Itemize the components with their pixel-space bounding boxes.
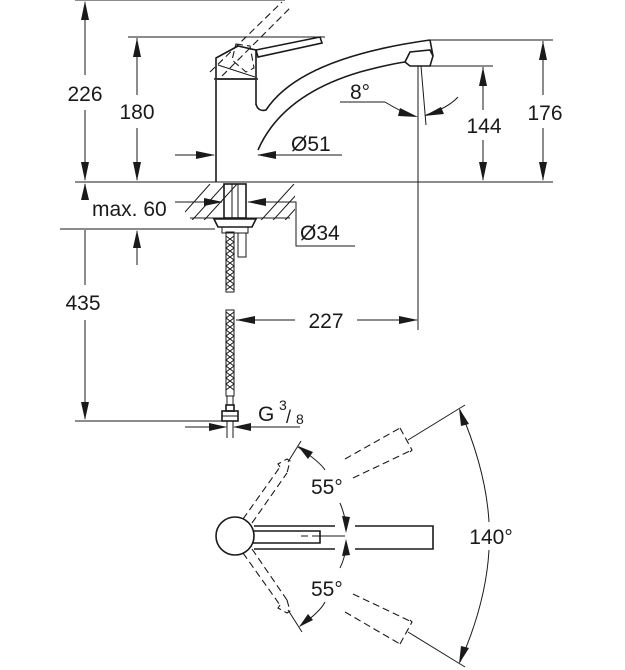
dim-label-144: 144 [466, 115, 501, 138]
swivel-position-lower-left [242, 548, 303, 633]
dimension-connection-thread: G 3 / 8 [185, 397, 304, 431]
lever-handle [254, 36, 324, 58]
thread-numerator: 3 [279, 397, 287, 413]
dim-label-140: 140° [469, 526, 512, 549]
side-view: 226 180 176 144 [60, 0, 563, 438]
dim-label-180: 180 [119, 101, 154, 124]
dim-label-55-lower: 55° [311, 578, 343, 601]
dimension-55-upper: 55° [297, 446, 350, 533]
lever-top-outline [253, 530, 321, 544]
dim-label-d34: Ø34 [300, 222, 340, 245]
dim-label-d51: Ø51 [291, 133, 331, 156]
dimension-8-degree: 8° [340, 65, 459, 330]
supply-hose [221, 231, 239, 438]
mounting-nut [212, 218, 258, 228]
dimension-140: 140° [459, 408, 513, 664]
dimension-180: 180 [119, 38, 155, 181]
dimension-144: 144 [466, 67, 502, 181]
dim-label-8-degree: 8° [350, 81, 370, 104]
dim-label-226: 226 [67, 83, 102, 106]
body-top-circle [215, 516, 255, 556]
spout [255, 39, 434, 151]
lever-open-outline [209, 1, 283, 73]
faucet-body [209, 1, 324, 182]
dim-label-435: 435 [65, 292, 100, 315]
spout-aerator [403, 49, 434, 67]
dimension-55-lower: 55° [299, 539, 350, 627]
dim-label-max-60: max. 60 [92, 198, 167, 221]
thread-prefix: G [258, 403, 274, 426]
dim-label-55-upper: 55° [311, 476, 343, 499]
top-view: 55° 55° 140° [215, 404, 513, 668]
lever-cap [215, 45, 257, 80]
dimension-226: 226 [67, 1, 103, 181]
swivel-position-lower-right [344, 593, 466, 668]
dimension-227: 227 [236, 310, 418, 333]
dimension-435: 435 [65, 230, 222, 422]
dimension-max-60: max. 60 [60, 183, 295, 265]
dim-label-227: 227 [308, 310, 343, 333]
dimension-d51: Ø51 [175, 133, 342, 159]
dimension-d34: Ø34 [290, 201, 355, 247]
swivel-position-upper-right [344, 404, 466, 479]
thread-denominator: 8 [296, 411, 304, 427]
dim-label-176: 176 [527, 102, 562, 125]
thread-slash: / [286, 407, 291, 427]
swivel-position-upper-left [242, 440, 302, 524]
mounting-shank [223, 183, 247, 219]
dimension-176: 176 [527, 41, 563, 181]
mounting-deck [185, 183, 295, 258]
